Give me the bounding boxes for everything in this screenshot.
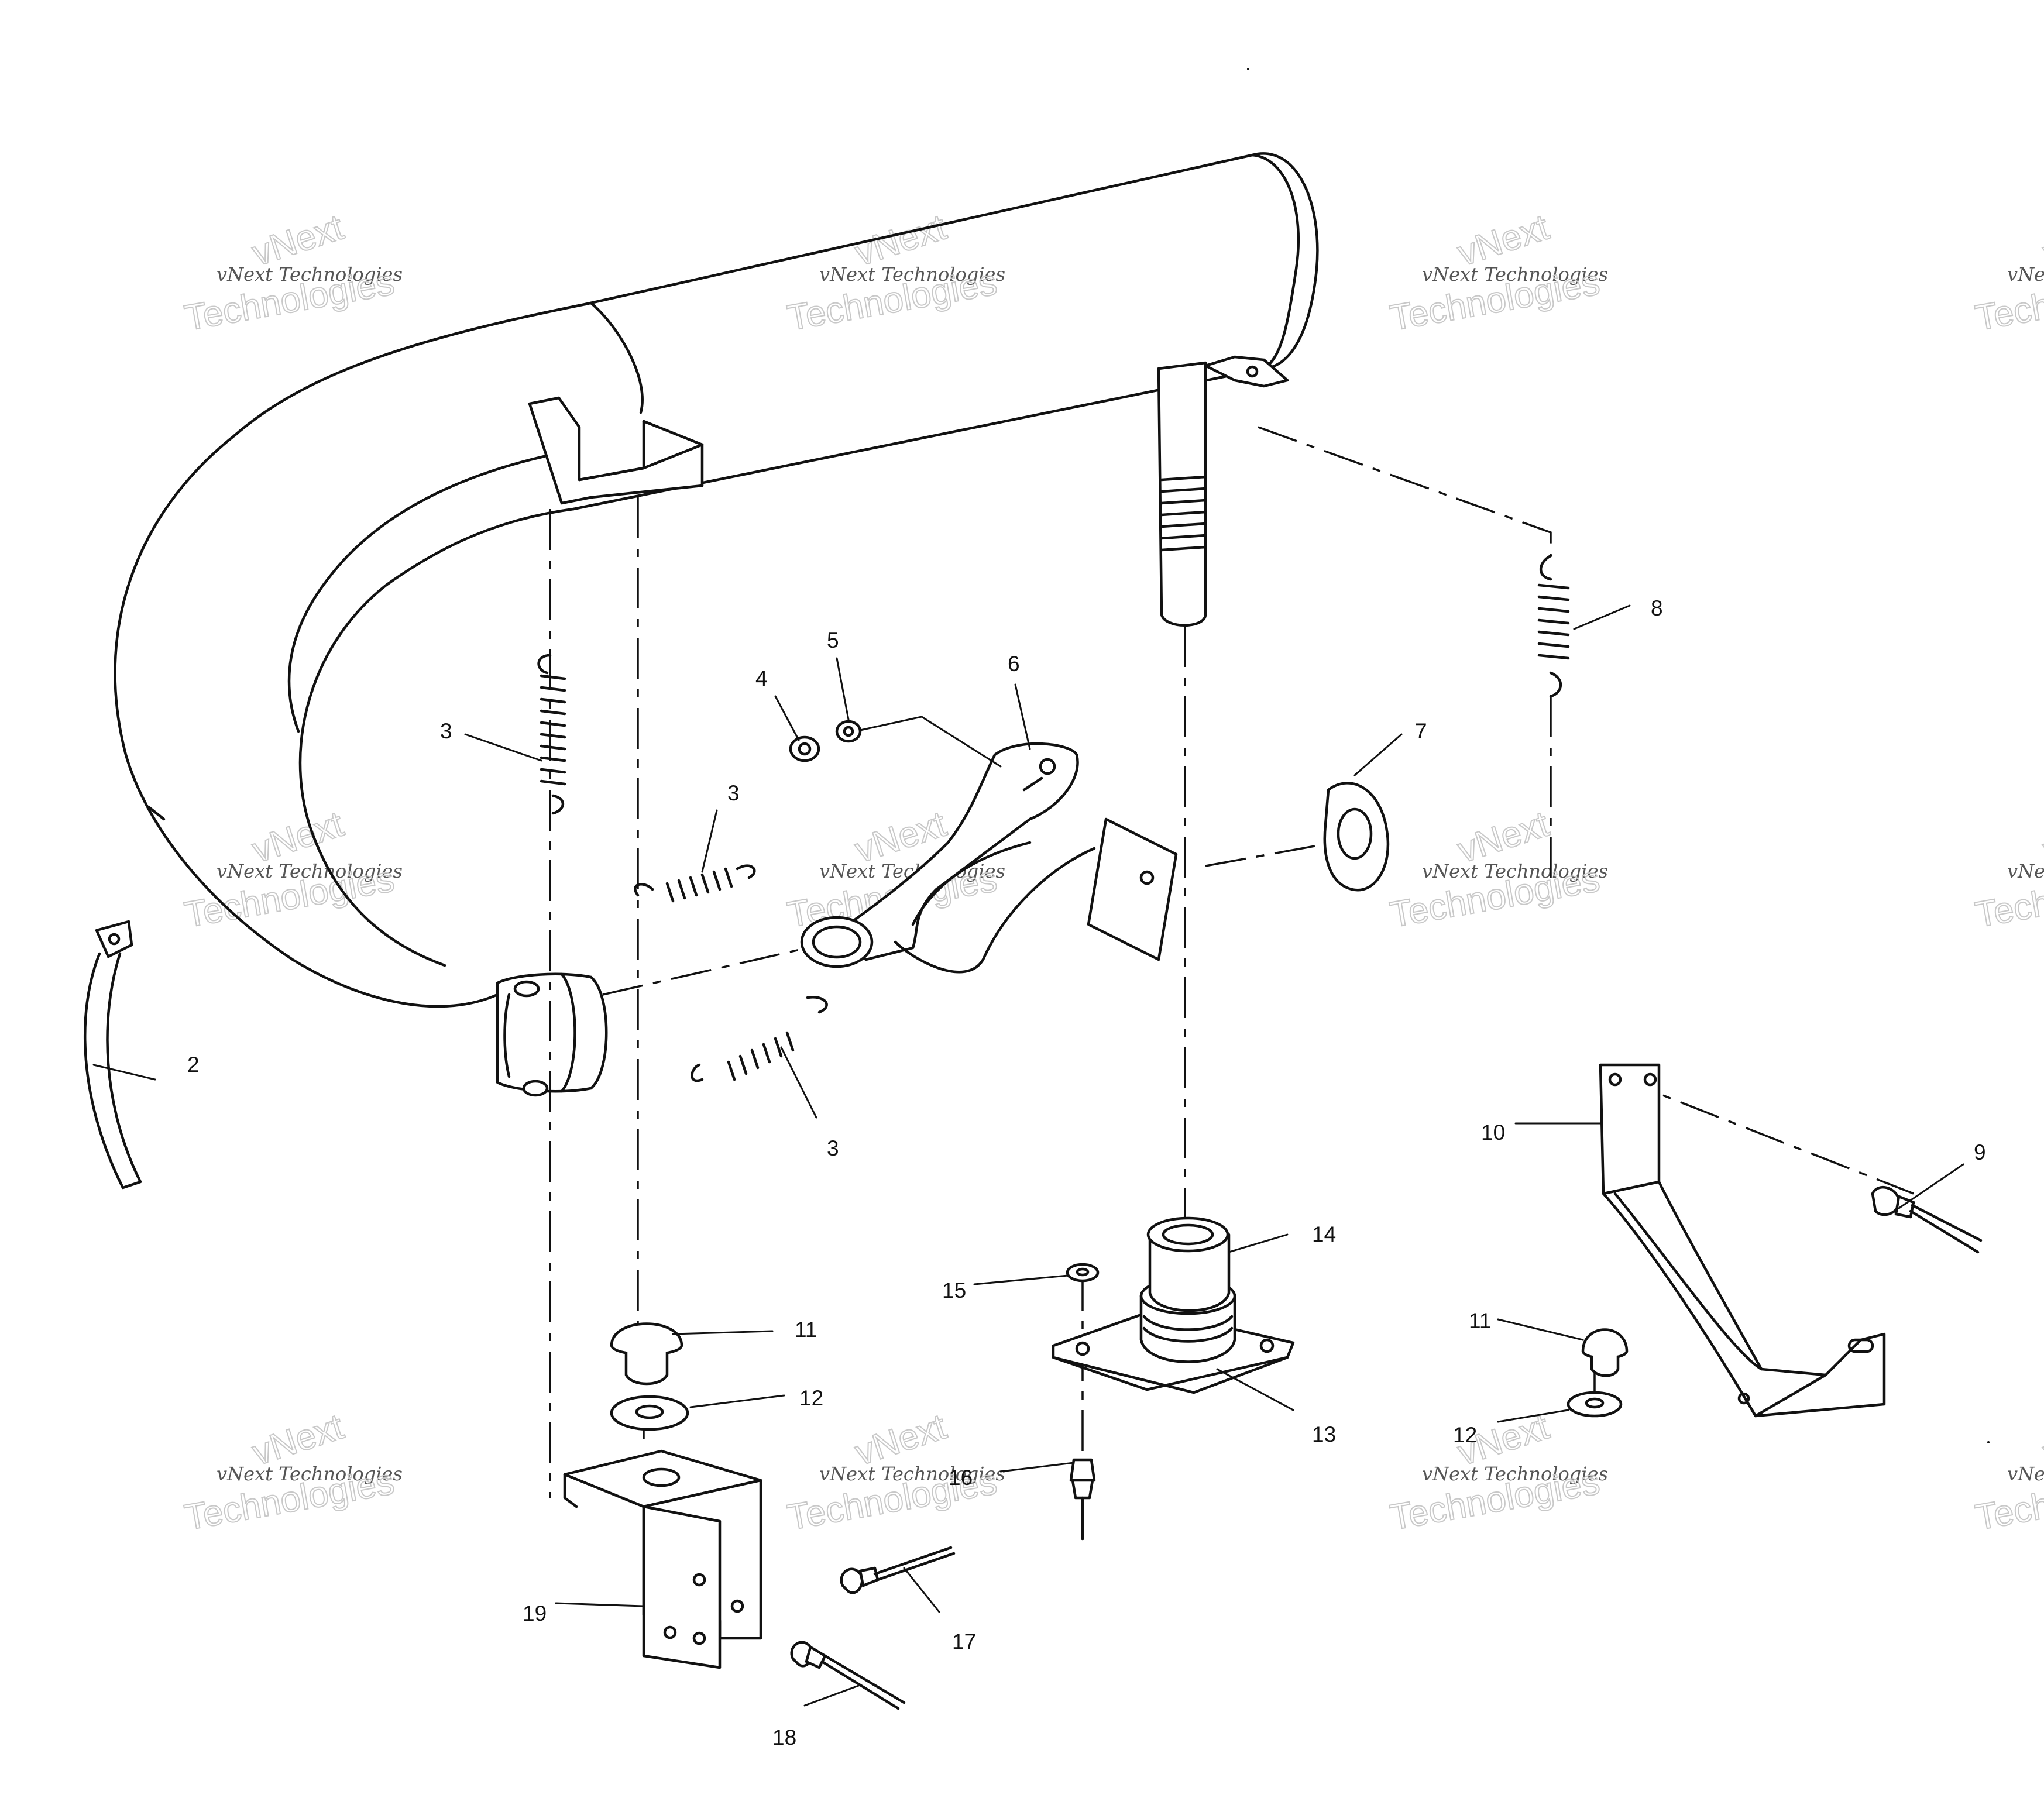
cable-part-18 (790, 1641, 906, 1710)
fastener-leader (859, 716, 1002, 768)
bumper-part-11-left (610, 1322, 683, 1386)
callout-7: 7 (1415, 719, 1427, 743)
watermark-text: vNext Technologies (217, 263, 403, 286)
callout-10: 10 (1481, 1120, 1505, 1144)
isolator-part-14 (1139, 1216, 1236, 1363)
watermark-text: vNext Technologies (1422, 1463, 1608, 1485)
watermark-text: vNext Technologies (1422, 263, 1608, 286)
watermark-outline-text: vNext (2038, 804, 2044, 871)
callout-2: 2 (187, 1053, 200, 1077)
watermark-text: vNext Technologies (2007, 263, 2044, 286)
spring-3-lower (691, 995, 828, 1082)
spring-8 (1537, 554, 1570, 698)
callout-8: 8 (1651, 596, 1663, 620)
stray-dot (1247, 68, 1249, 70)
callout-3-a: 3 (440, 719, 452, 743)
bracket-part-19 (563, 1449, 762, 1669)
cable-part-17 (840, 1546, 956, 1594)
callout-14: 14 (1312, 1222, 1336, 1246)
callout-5: 5 (827, 628, 839, 652)
watermark-outline-text: vNext (2038, 1407, 2044, 1474)
leader-lines (92, 604, 1964, 1707)
callout-11-a: 11 (795, 1318, 817, 1342)
bumper-part-11-right (1581, 1328, 1629, 1377)
y-pipe-part-6 (800, 742, 1178, 974)
callout-9: 9 (1974, 1140, 1986, 1164)
washer-part-12-right (1567, 1391, 1623, 1418)
watermark-text: vNext Technologies (217, 1463, 403, 1485)
callout-16: 16 (949, 1466, 973, 1490)
muffler-assembly (114, 152, 1319, 1097)
spring-3-vertical (537, 654, 566, 815)
callout-18: 18 (772, 1725, 796, 1749)
callout-13: 13 (1312, 1422, 1336, 1446)
watermark-text: vNext Technologies (217, 860, 403, 882)
watermark-text: vNext Technologies (1422, 860, 1608, 882)
callout-19: 19 (523, 1601, 547, 1625)
watermark-text: vNext Technologies (819, 263, 1005, 286)
gasket-part-7 (1323, 782, 1390, 892)
strap-part-2 (84, 920, 142, 1190)
watermark-text: vNext Technologies (819, 1463, 1005, 1485)
stud-part-16 (1069, 1458, 1096, 1541)
watermark-text: vNext Technologies (2007, 860, 2044, 882)
callout-4: 4 (755, 666, 768, 690)
callout-labels: 2 3 3 3 4 5 6 7 8 9 10 11 11 12 12 13 14… (187, 596, 1986, 1749)
callout-3-c: 3 (827, 1136, 839, 1160)
washer-part-15 (1066, 1263, 1100, 1283)
callout-15: 15 (942, 1278, 966, 1302)
washer-part-12-left (610, 1395, 689, 1431)
callout-12-b: 12 (1453, 1423, 1477, 1447)
nut-part-4 (789, 735, 820, 762)
watermark-outline-text: vNext (2038, 207, 2044, 274)
spring-3-middle (634, 864, 756, 903)
callout-11-b: 11 (1469, 1309, 1491, 1333)
callout-12-a: 12 (799, 1386, 823, 1410)
watermark-text: vNext Technologies (2007, 1463, 2044, 1485)
washer-part-5 (835, 720, 862, 743)
bracket-part-10 (1599, 1063, 1886, 1418)
callout-17: 17 (952, 1629, 976, 1653)
callout-6: 6 (1008, 652, 1020, 676)
stray-dot (1987, 1441, 1990, 1443)
callout-3-b: 3 (727, 781, 740, 805)
cable-part-9 (1871, 1186, 1983, 1254)
